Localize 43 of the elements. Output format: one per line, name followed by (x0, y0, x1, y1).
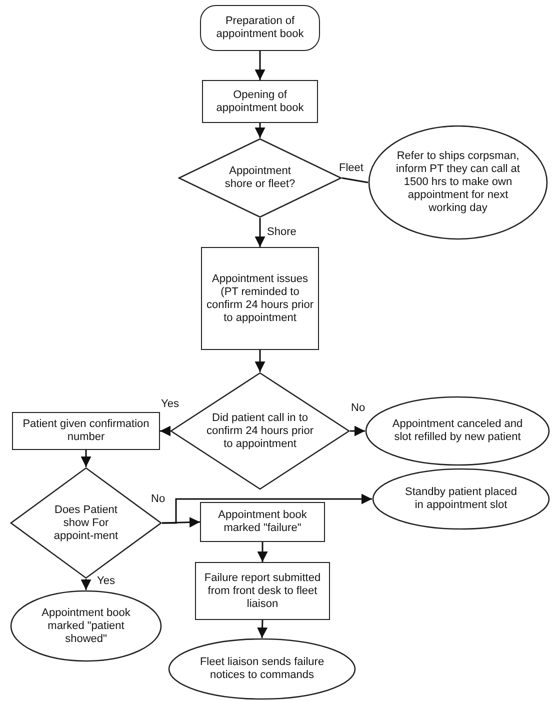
terminal-ellipse (10, 590, 162, 662)
arrow (254, 123, 266, 138)
terminal-ellipse (168, 638, 356, 700)
node-text: Appointment book marked "patient showed" (40, 606, 132, 646)
arrow (254, 350, 266, 372)
edge-label: Shore (266, 226, 298, 238)
arrow (254, 51, 266, 80)
edge-label: No (150, 493, 166, 505)
edge-label: No (350, 402, 366, 414)
node-text: Fleet liaison sends failure notices to commands (198, 656, 326, 682)
process-box (200, 502, 325, 542)
process-box (202, 80, 318, 123)
start-box (200, 5, 320, 51)
edge-label: Yes (96, 575, 116, 587)
node-text: Does Patient show For appoint-ment (52, 504, 120, 542)
arrow (80, 450, 92, 467)
terminal-ellipse (365, 396, 550, 466)
edge-label: Yes (160, 398, 180, 410)
arrow (162, 517, 200, 528)
node-text: Did patient call in to confirm 24 hours prior to appointment (206, 412, 314, 450)
arrow (350, 426, 365, 436)
node-text: Refer to ships corpsman, inform PT they can call at 1500 hrs to make own appointment for next working day (395, 150, 521, 215)
edge-label: Fleet (338, 162, 364, 174)
node-text: Standby patient placed in appointment slot (404, 486, 518, 512)
arrow (254, 218, 266, 247)
node-text: Failure report submitted from front desk to fleet liaison (203, 572, 322, 610)
node-text: Appointment issues (PT reminded to confirm 24 hours prior to appointment (206, 272, 314, 324)
node-text: Appointment shore or fleet? (224, 165, 296, 191)
arrow (257, 542, 268, 562)
arrow (257, 620, 268, 638)
arrow (160, 426, 170, 436)
node-text: Appointment book marked "failure" (217, 509, 308, 535)
process-box (201, 247, 319, 350)
process-box (12, 412, 160, 450)
process-box (195, 562, 330, 620)
node-text: Patient given confirmation number (22, 418, 150, 444)
terminal-ellipse (372, 468, 550, 530)
node-text: Preparation of appointment book (215, 15, 305, 41)
node-text: Opening of appointment book (215, 88, 305, 114)
arrow (162, 494, 372, 524)
node-text: Appointment canceled and slot refilled by new patient (391, 418, 524, 444)
terminal-ellipse (368, 125, 548, 240)
arrow (80, 579, 92, 590)
